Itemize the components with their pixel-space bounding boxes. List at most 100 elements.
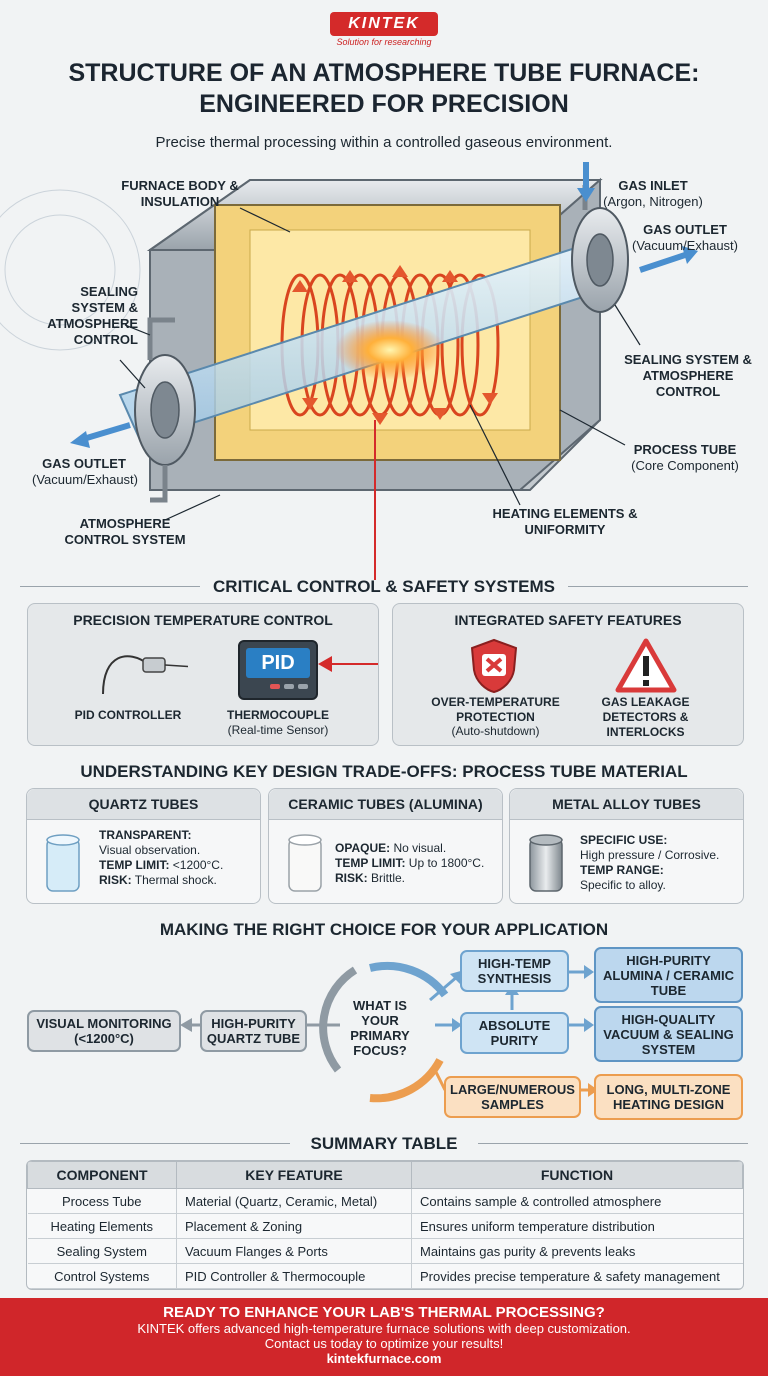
large-samples-box: LARGE/NUMEROUS SAMPLES — [444, 1076, 581, 1118]
divider — [478, 1143, 748, 1144]
pid-display: PID — [246, 648, 310, 678]
column-header: FUNCTION — [411, 1161, 743, 1189]
table-cell: Process Tube — [27, 1188, 177, 1214]
divider — [20, 1143, 290, 1144]
metal-tube-icon — [529, 834, 563, 892]
primary-focus-hub: WHAT IS YOUR PRIMARY FOCUS? — [350, 998, 410, 1058]
quartz-tube-icon — [46, 834, 80, 892]
table-row: Heating Elements Placement & Zoning Ensu… — [27, 1213, 743, 1239]
spec-key: TEMP LIMIT: — [335, 856, 406, 870]
temp-control-panel: PRECISION TEMPERATURE CONTROL PID PID CO… — [27, 603, 379, 746]
summary-table: COMPONENT KEY FEATURE FUNCTION Process T… — [26, 1160, 744, 1290]
label-furnace-body: FURNACE BODY & INSULATION — [121, 178, 239, 209]
table-header-row: COMPONENT KEY FEATURE FUNCTION — [27, 1161, 743, 1189]
section-heading-summary: SUMMARY TABLE — [310, 1134, 458, 1153]
indicator-light — [270, 684, 280, 689]
pid-controller-label: PID CONTROLLER — [74, 708, 182, 722]
cta-footer: READY TO ENHANCE YOUR LAB'S THERMAL PROC… — [0, 1298, 768, 1376]
absolute-purity-box: ABSOLUTE PURITY — [460, 1012, 569, 1054]
label-process-tube-sub: (Core Component) — [631, 458, 739, 473]
safety-title: INTEGRATED SAFETY FEATURES — [454, 612, 682, 628]
spec-value: <1200°C. — [169, 858, 224, 872]
table-cell: Contains sample & controlled atmosphere — [411, 1188, 743, 1214]
visual-monitoring-box: VISUAL MONITORING (<1200°C) — [27, 1010, 181, 1052]
page-title: STRUCTURE OF AN ATMOSPHERE TUBE FURNACE:… — [68, 59, 700, 118]
table-cell: Sealing System — [27, 1238, 177, 1264]
section-heading-choice: MAKING THE RIGHT CHOICE FOR YOUR APPLICA… — [159, 920, 609, 939]
section-heading-tradeoffs: UNDERSTANDING KEY DESIGN TRADE-OFFS: PRO… — [80, 762, 688, 781]
cta-headline: READY TO ENHANCE YOUR LAB'S THERMAL PROC… — [163, 1304, 605, 1321]
pid-controller-device: PID — [238, 640, 318, 700]
indicator-light — [298, 684, 308, 689]
safety-panel: INTEGRATED SAFETY FEATURES OVER-TEMPERAT… — [392, 603, 744, 746]
label-gas-outlet-left-sub: (Vacuum/Exhaust) — [32, 472, 138, 487]
spec-value: Thermal shock. — [131, 873, 217, 887]
table-row: Control Systems PID Controller & Thermoc… — [27, 1263, 743, 1289]
vacuum-sealing-box: HIGH-QUALITY VACUUM & SEALING SYSTEM — [594, 1006, 743, 1062]
label-gas-outlet-right: GAS OUTLET — [643, 222, 727, 237]
temp-control-title: PRECISION TEMPERATURE CONTROL — [73, 612, 333, 628]
spec-key: OPAQUE: — [335, 841, 391, 855]
spec-value: Brittle. — [367, 871, 406, 885]
brand-logo: KINTEK — [330, 12, 438, 36]
tube-card-details: SPECIFIC USE: High pressure / Corrosive.… — [580, 833, 742, 893]
tube-card-title: QUARTZ TUBES — [27, 789, 260, 820]
divider — [20, 586, 200, 587]
spec-key: RISK: — [99, 873, 132, 887]
divider — [568, 586, 748, 587]
spec-value: Specific to alloy. — [580, 878, 666, 892]
decision-flow-connectors — [180, 961, 598, 1103]
cta-line: Contact us today to optimize your result… — [264, 1336, 504, 1351]
high-temp-synthesis-box: HIGH-TEMP SYNTHESIS — [460, 950, 569, 992]
label-sealing-right: SEALING SYSTEM & ATMOSPHERE CONTROL — [624, 352, 752, 399]
thermocouple-icon — [102, 655, 188, 695]
table-cell: PID Controller & Thermocouple — [176, 1263, 412, 1289]
spec-value: Up to 1800°C. — [405, 856, 485, 870]
tube-card-metal: METAL ALLOY TUBES SPECIFIC USE: High pre… — [509, 788, 744, 904]
thermocouple-label: THERMOCOUPLE — [227, 708, 329, 722]
gas-leak-label: GAS LEAKAGE DETECTORS & INTERLOCKS — [601, 695, 690, 739]
table-cell: Heating Elements — [27, 1213, 177, 1239]
label-gas-inlet: GAS INLET — [618, 178, 688, 193]
spec-key: SPECIFIC USE: — [580, 833, 668, 847]
section-heading-control: CRITICAL CONTROL & SAFETY SYSTEMS — [213, 577, 555, 596]
shield-x-icon — [470, 638, 518, 694]
page-subtitle: Precise thermal processing within a cont… — [155, 134, 613, 151]
table-row: Process Tube Material (Quartz, Ceramic, … — [27, 1188, 743, 1214]
tube-card-title: METAL ALLOY TUBES — [510, 789, 743, 820]
label-gas-outlet-right-sub: (Vacuum/Exhaust) — [632, 238, 738, 253]
table-cell: Vacuum Flanges & Ports — [176, 1238, 412, 1264]
spec-key: TRANSPARENT: — [99, 828, 192, 842]
label-sealing-left: SEALING SYSTEM & ATMOSPHERE CONTROL — [47, 284, 138, 347]
table-cell: Control Systems — [27, 1263, 177, 1289]
website-link[interactable]: kintekfurnace.com — [326, 1351, 442, 1366]
warning-icon — [615, 638, 677, 693]
label-gas-outlet-left: GAS OUTLET — [42, 456, 126, 471]
multizone-heating-box: LONG, MULTI-ZONE HEATING DESIGN — [594, 1074, 743, 1120]
label-gas-inlet-sub: (Argon, Nitrogen) — [603, 194, 703, 209]
spec-key: RISK: — [335, 871, 368, 885]
summary-table-grid: COMPONENT KEY FEATURE FUNCTION Process T… — [27, 1161, 743, 1289]
table-cell: Material (Quartz, Ceramic, Metal) — [176, 1188, 412, 1214]
alumina-tube-box: HIGH-PURITY ALUMINA / CERAMIC TUBE — [594, 947, 743, 1003]
tube-card-title: CERAMIC TUBES (ALUMINA) — [269, 789, 502, 820]
furnace-illustration — [0, 162, 698, 580]
arrow-icon — [318, 656, 378, 672]
table-cell: Ensures uniform temperature distribution — [411, 1213, 743, 1239]
ceramic-tube-icon — [288, 834, 322, 892]
over-temp-sub-label: (Auto-shutdown) — [451, 724, 540, 738]
table-cell: Provides precise temperature & safety ma… — [411, 1263, 743, 1289]
table-row: Sealing System Vacuum Flanges & Ports Ma… — [27, 1238, 743, 1264]
label-heating-elements: HEATING ELEMENTS & UNIFORMITY — [492, 506, 638, 537]
spec-value: High pressure / Corrosive. — [580, 848, 720, 862]
tube-card-details: TRANSPARENT: Visual observation. TEMP LI… — [99, 828, 257, 888]
column-header: COMPONENT — [27, 1161, 177, 1189]
indicator-light — [284, 684, 294, 689]
label-process-tube: PROCESS TUBE — [633, 442, 737, 457]
tube-card-quartz: QUARTZ TUBES TRANSPARENT: Visual observa… — [26, 788, 261, 904]
tube-card-details: OPAQUE: No visual. TEMP LIMIT: Up to 180… — [335, 841, 500, 886]
cta-line: KINTEK offers advanced high-temperature … — [137, 1321, 631, 1336]
quartz-tube-box: HIGH-PURITY QUARTZ TUBE — [200, 1010, 307, 1052]
table-cell: Maintains gas purity & prevents leaks — [411, 1238, 743, 1264]
brand-tagline: Solution for researching — [336, 37, 432, 47]
